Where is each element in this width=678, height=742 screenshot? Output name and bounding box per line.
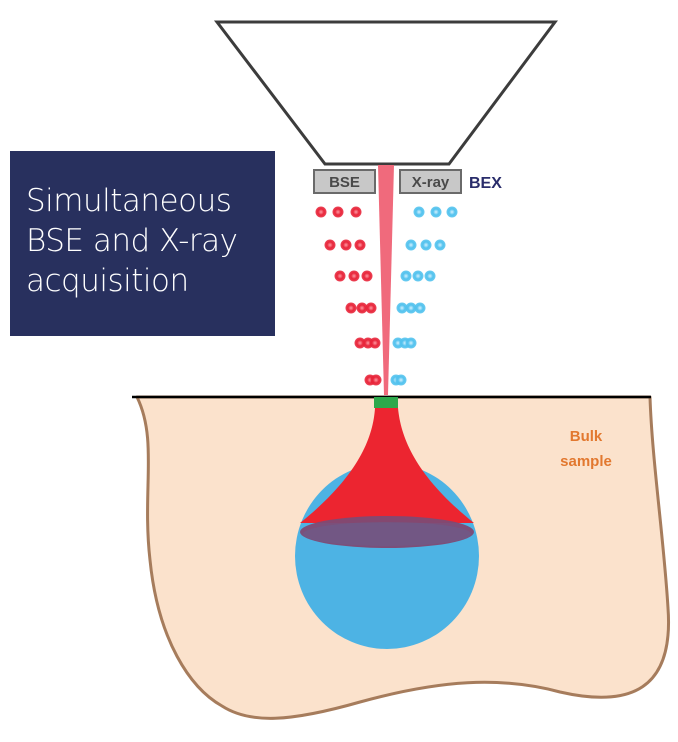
blue-dot-icon xyxy=(430,206,442,218)
electron-beam xyxy=(378,165,394,395)
blue-dot-icon xyxy=(414,302,426,314)
blue-dot-icon xyxy=(412,270,424,282)
blue-dot-icon xyxy=(446,206,458,218)
red-dot-icon xyxy=(354,239,366,251)
red-dot-icon xyxy=(332,206,344,218)
red-dot-icon xyxy=(315,206,327,218)
trapezoid-pole-piece-icon xyxy=(213,20,558,166)
red-dot-icon xyxy=(334,270,346,282)
xray-particle-stream xyxy=(390,206,458,386)
blue-dot-icon xyxy=(405,302,417,314)
blue-dot-icon xyxy=(405,337,417,349)
red-dot-icon xyxy=(348,270,360,282)
bse-interaction-volume xyxy=(300,408,474,523)
red-dot-icon xyxy=(324,239,336,251)
bse-detector-label: BSE xyxy=(329,174,360,191)
blue-dot-icon xyxy=(434,239,446,251)
blue-dot-icon xyxy=(396,302,408,314)
red-dot-icon xyxy=(340,239,352,251)
blue-dot-icon xyxy=(405,239,417,251)
blue-dot-icon xyxy=(400,270,412,282)
xray-detector xyxy=(399,169,462,194)
bse-detector xyxy=(313,169,376,194)
info-panel: Simultaneous BSE and X-ray acquisition xyxy=(10,151,275,336)
info-line-1: Simultaneous xyxy=(26,183,232,219)
beam-spot xyxy=(374,397,398,408)
xray-detector-label: X-ray xyxy=(412,174,450,191)
blue-dot-icon xyxy=(424,270,436,282)
info-line-3: acquisition xyxy=(26,263,189,299)
overlap-region-lower xyxy=(303,522,471,546)
red-dot-icon xyxy=(354,337,366,349)
bulk-sample-label-line1: Bulk xyxy=(570,428,603,445)
blue-dot-icon xyxy=(395,374,407,386)
info-line-2: BSE and X-ray xyxy=(26,223,238,259)
bex-label: BEX xyxy=(469,175,502,192)
red-dot-icon xyxy=(345,302,357,314)
red-dot-icon xyxy=(361,270,373,282)
blue-dot-icon xyxy=(420,239,432,251)
red-dot-icon xyxy=(356,302,368,314)
red-dot-icon xyxy=(369,337,381,349)
blue-dot-icon xyxy=(413,206,425,218)
red-dot-icon xyxy=(365,302,377,314)
bse-particle-stream xyxy=(315,206,382,386)
red-dot-icon xyxy=(350,206,362,218)
bulk-sample-label-line2: sample xyxy=(560,453,612,470)
red-dot-icon xyxy=(370,374,382,386)
